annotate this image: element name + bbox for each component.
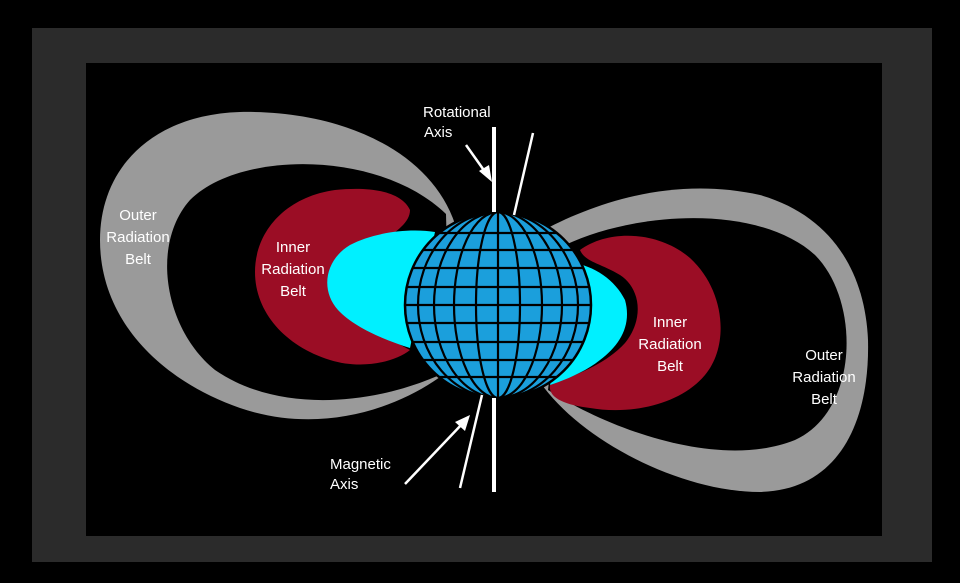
outer-belt-left-label-line2: Radiation: [106, 229, 169, 246]
inner-belt-left-label-line2: Radiation: [261, 261, 324, 278]
inner-belt-right-label-line3: Belt: [657, 358, 684, 375]
outer-belt-left-label-line3: Belt: [125, 251, 152, 268]
rotational-axis-arrow: [464, 144, 492, 182]
outer-belt-left-label-line1: Outer: [119, 207, 157, 224]
magnetic-axis-bottom: [458, 394, 484, 489]
magnetic-axis-label-line2: Axis: [330, 476, 358, 493]
outer-belt-right-label-line1: Outer: [805, 347, 843, 364]
earth-globe: [403, 210, 593, 400]
inner-belt-right: [549, 235, 721, 411]
rotational-axis-label-line1: Rotational: [423, 104, 491, 121]
rotational-axis-label-line2: Axis: [424, 124, 452, 141]
magnetic-axis-arrow: [404, 415, 470, 485]
inner-belt-right-label-line2: Radiation: [638, 336, 701, 353]
inner-belt-left-label-line3: Belt: [280, 283, 307, 300]
inner-belt-right-label-line1: Inner: [653, 314, 687, 331]
magnetic-axis-top: [512, 132, 535, 216]
magnetic-axis-label-line1: Magnetic: [330, 456, 391, 473]
outer-belt-right-label-line3: Belt: [811, 391, 838, 408]
earth-grid: [405, 212, 591, 398]
inner-belt-left-label-line1: Inner: [276, 239, 310, 256]
earth-outline: [403, 210, 593, 400]
outer-belt-right-label-line2: Radiation: [792, 369, 855, 386]
